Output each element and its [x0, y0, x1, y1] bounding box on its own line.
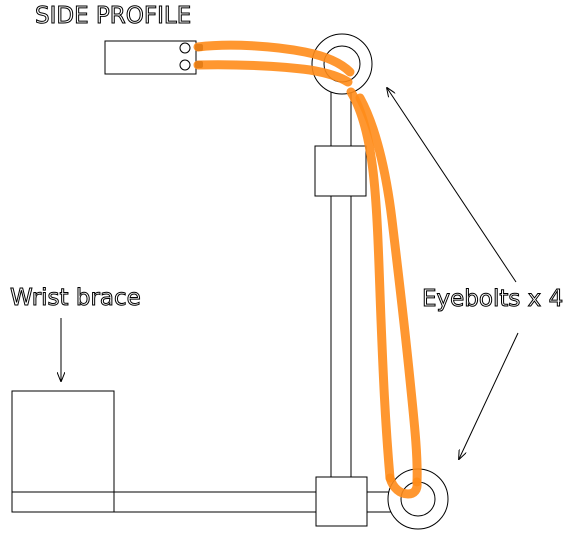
cable-strokes [193, 40, 422, 499]
cable-descending-strand-b [355, 93, 422, 487]
cable-upper-strand [193, 40, 355, 77]
cable-descending-strand-a [346, 87, 395, 483]
post-clamp-block [314, 145, 367, 197]
eyebolt-arrow-lower [459, 332, 519, 459]
wrist-brace-block [11, 390, 115, 513]
wrist-brace-label: Wrist brace [10, 285, 142, 312]
eyebolts-label: Eyebolts x 4 [421, 286, 564, 313]
cable-bottom-loop [385, 473, 422, 499]
top-connector-box [104, 40, 203, 75]
eyebolt-arrow-upper [387, 88, 517, 283]
cable-lower-strand [193, 60, 353, 87]
diagram-title: SIDE PROFILE [34, 3, 192, 30]
base-clamp-block [315, 476, 368, 527]
